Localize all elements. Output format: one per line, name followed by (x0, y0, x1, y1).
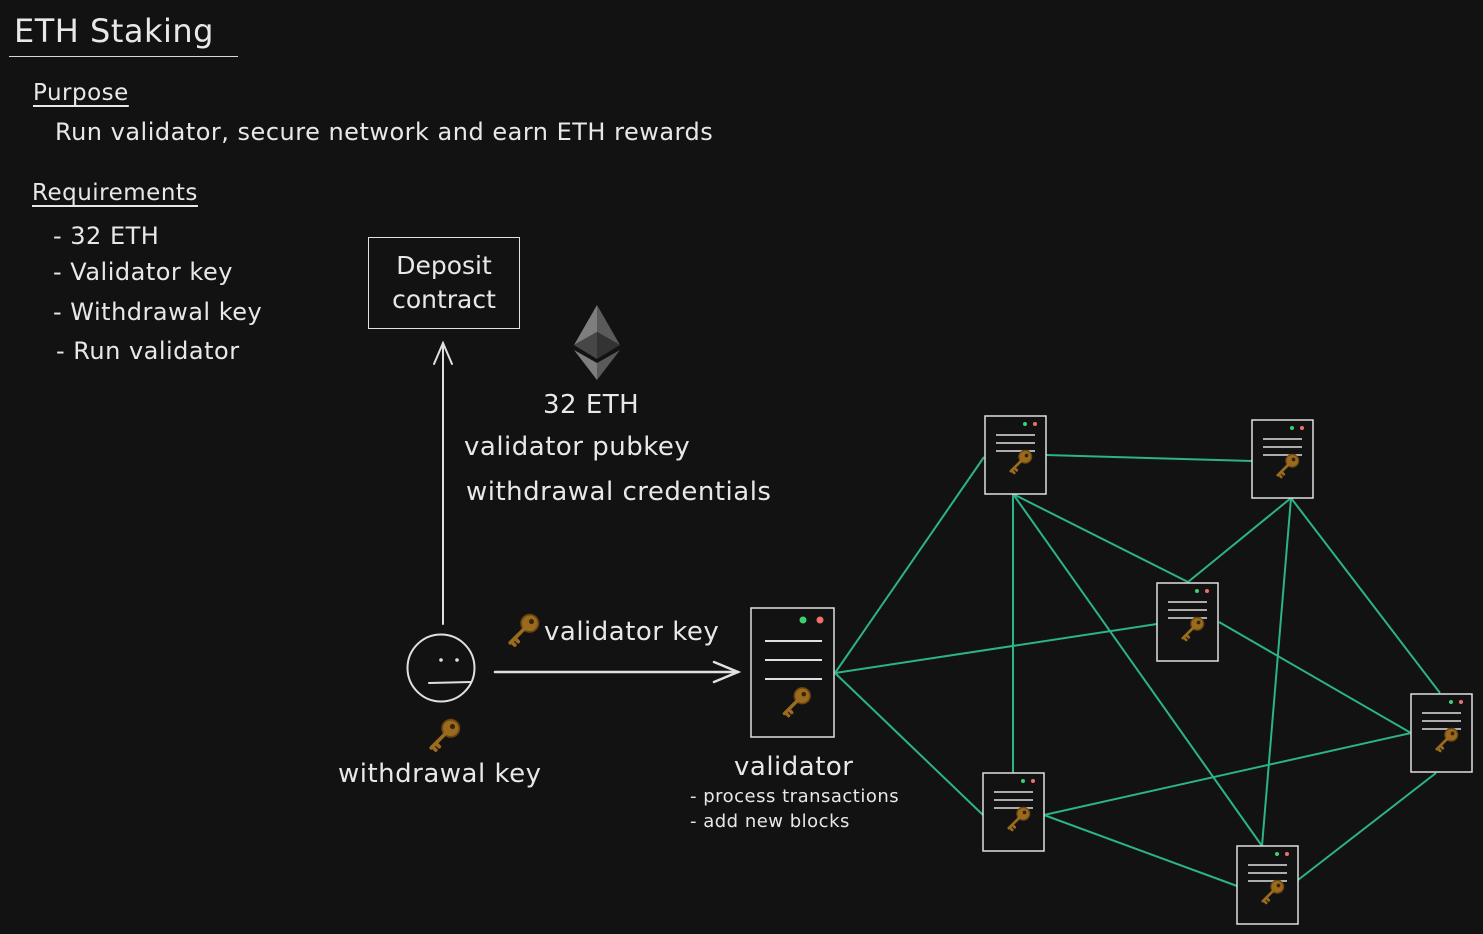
network-link (1261, 497, 1292, 847)
network-link (1218, 621, 1412, 734)
deposit-contract-line1: Deposit (396, 251, 492, 280)
purpose-text: Run validator, secure network and earn E… (55, 118, 714, 146)
deposit-credentials: withdrawal credentials (466, 477, 772, 507)
network-link (1012, 493, 1189, 583)
key-icon (508, 612, 541, 647)
requirement-item: - 32 ETH (53, 222, 160, 250)
peer-server-icon (1411, 694, 1472, 772)
requirements-heading: Requirements (32, 180, 198, 206)
peer-server-icon (985, 416, 1046, 494)
ethereum-logo-icon (574, 305, 620, 380)
network-link (834, 672, 984, 816)
peer-server-icon (1157, 583, 1218, 661)
deposit-contract-line2: contract (392, 285, 496, 314)
page-title: ETH Staking (14, 12, 214, 50)
network-link (1045, 454, 1253, 462)
network-link (1043, 732, 1412, 816)
deposit-arrow (433, 340, 453, 625)
network-link (1043, 814, 1238, 887)
network-link (1012, 493, 1263, 847)
peer-server-icon (983, 773, 1044, 851)
requirement-item: - Withdrawal key (53, 298, 263, 326)
network-link (1290, 497, 1441, 694)
requirement-item: - Validator key (53, 258, 233, 286)
title-underline (9, 56, 238, 57)
validator-server-icon (750, 607, 835, 738)
purpose-heading: Purpose (33, 80, 129, 106)
network-links (834, 454, 1441, 887)
neutral-face-icon (406, 633, 476, 703)
validator-label: validator (734, 752, 854, 782)
peer-server-icon (1237, 846, 1298, 924)
deposit-pubkey: validator pubkey (464, 432, 691, 462)
validator-key-arrow (493, 660, 742, 684)
network-link (1297, 772, 1437, 881)
deposit-contract-box: Deposit contract (368, 237, 520, 329)
peer-server-icon (1252, 420, 1313, 498)
network-link (834, 623, 1158, 674)
validator-key-label: validator key (544, 617, 720, 647)
deposit-amount: 32 ETH (543, 390, 640, 420)
validator-duty: - add new blocks (690, 811, 850, 832)
withdrawal-key-label: withdrawal key (338, 759, 542, 789)
network-link (1187, 497, 1292, 583)
validator-duty: - process transactions (690, 786, 900, 807)
network-link (834, 456, 985, 674)
requirement-item: - Run validator (56, 337, 240, 365)
key-icon (429, 717, 462, 752)
